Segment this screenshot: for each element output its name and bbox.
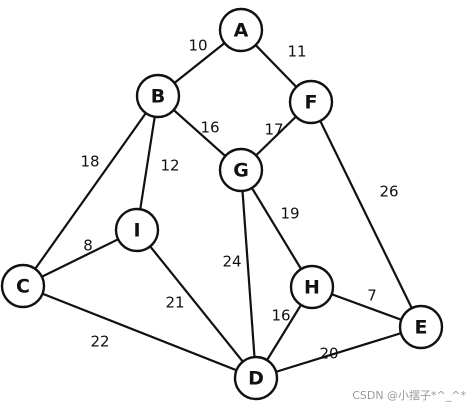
edge-weight-a-f: 11 bbox=[287, 43, 306, 61]
node-circle-a bbox=[218, 7, 264, 53]
edge-f-e bbox=[309, 100, 423, 329]
node-label-c: C bbox=[16, 276, 30, 298]
node-circle-i bbox=[114, 207, 160, 253]
node-d: D bbox=[233, 355, 279, 401]
node-c: C bbox=[0, 263, 46, 309]
node-circle-f bbox=[288, 79, 334, 125]
edge-weight-b-c: 18 bbox=[80, 153, 99, 171]
edge-weight-a-b: 10 bbox=[188, 37, 207, 55]
node-label-b: B bbox=[151, 86, 165, 108]
node-i: I bbox=[114, 207, 160, 253]
edge-weight-g-d: 24 bbox=[222, 253, 241, 271]
edge-weight-i-d: 21 bbox=[165, 294, 184, 312]
edge-weight-g-h: 19 bbox=[280, 205, 299, 223]
node-e: E bbox=[398, 304, 444, 350]
edge-weight-b-i: 12 bbox=[160, 157, 179, 175]
node-label-i: I bbox=[133, 220, 140, 242]
node-label-h: H bbox=[304, 277, 320, 299]
edge-weight-h-d: 16 bbox=[271, 307, 290, 325]
edges-layer bbox=[21, 28, 423, 380]
node-b: B bbox=[135, 73, 181, 119]
edge-b-c bbox=[21, 94, 160, 288]
edge-weight-i-c: 8 bbox=[83, 237, 93, 255]
node-label-a: A bbox=[234, 20, 249, 42]
node-label-g: G bbox=[233, 160, 249, 182]
edge-weight-f-e: 26 bbox=[379, 183, 398, 201]
node-f: F bbox=[288, 79, 334, 125]
edge-g-d bbox=[239, 168, 258, 380]
weights-layer: 10 11 16 17 18 12 26 19 24 8 21 22 16 7 20 bbox=[80, 37, 398, 363]
node-circle-e bbox=[398, 304, 444, 350]
node-circle-d bbox=[233, 355, 279, 401]
node-label-f: F bbox=[305, 92, 318, 114]
edge-c-d bbox=[21, 284, 258, 380]
edge-d-e bbox=[254, 325, 423, 380]
node-a: A bbox=[218, 7, 264, 53]
edge-g-h bbox=[239, 168, 314, 289]
edge-weight-c-d: 22 bbox=[90, 333, 109, 351]
node-circle-h bbox=[289, 264, 335, 310]
node-label-e: E bbox=[415, 317, 428, 339]
watermark: CSDN @小摆子*^_^* bbox=[352, 389, 466, 402]
node-circle-g bbox=[218, 147, 264, 193]
node-label-d: D bbox=[248, 368, 264, 390]
node-circle-b bbox=[135, 73, 181, 119]
edge-b-i bbox=[135, 94, 160, 232]
edge-weight-f-g: 17 bbox=[264, 121, 283, 139]
nodes-layer: A B F G I C H E D bbox=[0, 7, 444, 401]
node-g: G bbox=[218, 147, 264, 193]
edge-i-d bbox=[135, 228, 258, 380]
edge-weight-d-e: 20 bbox=[319, 345, 338, 363]
node-h: H bbox=[289, 264, 335, 310]
edge-weight-h-e: 7 bbox=[367, 287, 377, 305]
node-circle-c bbox=[0, 263, 46, 309]
edge-weight-b-g: 16 bbox=[200, 119, 219, 137]
